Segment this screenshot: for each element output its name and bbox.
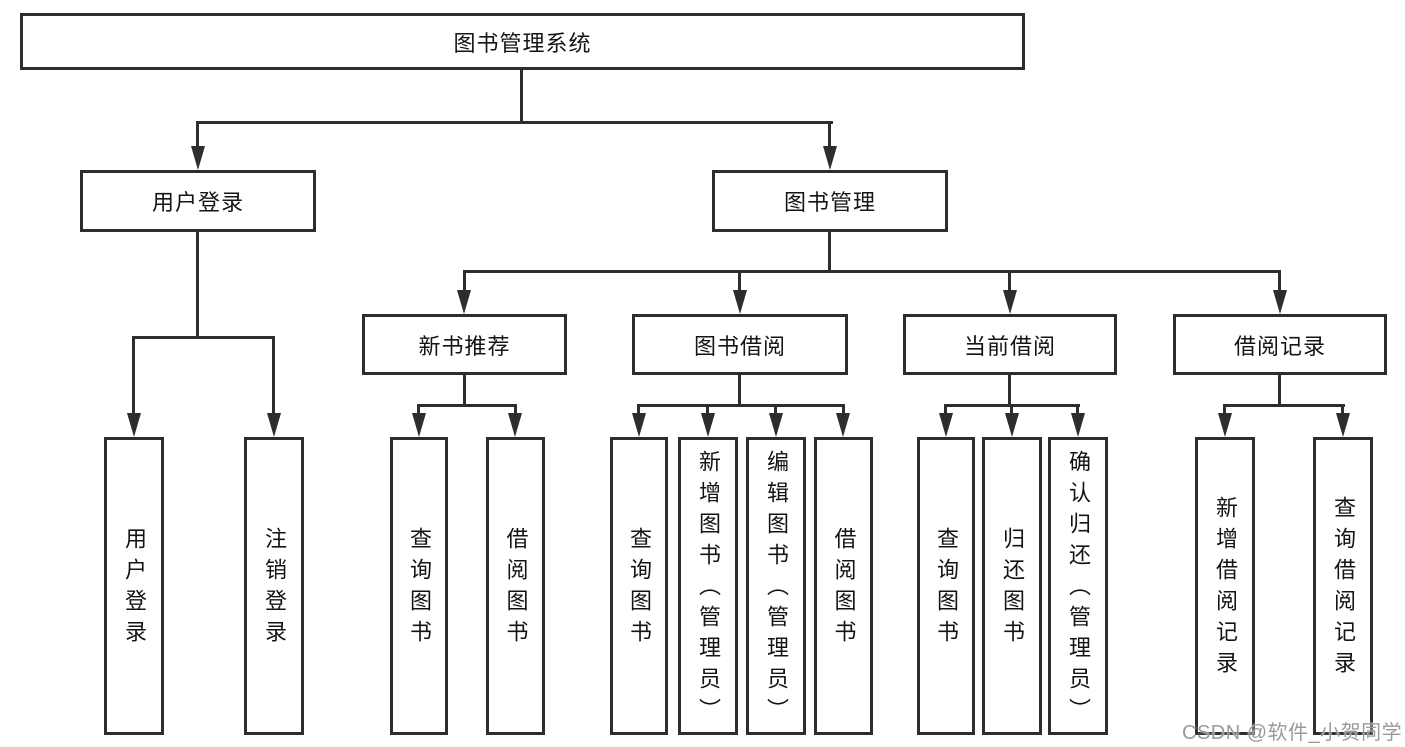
leaf-borrowing-edit: 编辑图书（管理员） (746, 437, 806, 735)
arrow-down-icon (191, 146, 205, 170)
connector-line (637, 404, 845, 407)
leaf-current-confirm-label: 确认归还（管理员） (1066, 449, 1091, 729)
node-current-borrow-label: 当前借阅 (963, 333, 1056, 359)
leaf-user-login: 用户登录 (104, 437, 164, 735)
connector-line (738, 375, 741, 407)
leaf-records-add-label: 新增借阅记录 (1213, 496, 1238, 682)
connector-line (417, 404, 517, 407)
connector-line (1010, 404, 1013, 416)
arrow-down-icon (1003, 290, 1017, 314)
node-book-borrowing: 图书借阅 (632, 314, 848, 375)
connector-line (828, 121, 831, 148)
connector-line (944, 404, 947, 416)
connector-line (514, 404, 517, 416)
leaf-current-query: 查询图书 (917, 437, 975, 735)
node-root-label: 图书管理系统 (453, 30, 592, 56)
arrow-down-icon (1218, 413, 1232, 437)
leaf-borrowing-query-label: 查询图书 (627, 527, 652, 651)
connector-line (1076, 404, 1079, 416)
leaf-current-query-label: 查询图书 (934, 527, 959, 651)
leaf-borrowing-edit-label: 编辑图书（管理员） (764, 449, 789, 729)
connector-line (1223, 404, 1226, 416)
node-new-book-recommend-label: 新书推荐 (418, 333, 511, 359)
arrow-down-icon (127, 413, 141, 437)
node-book-borrowing-label: 图书借阅 (693, 333, 786, 359)
leaf-logout: 注销登录 (244, 437, 304, 735)
node-borrow-records: 借阅记录 (1173, 314, 1387, 375)
leaf-current-confirm: 确认归还（管理员） (1048, 437, 1108, 735)
node-current-borrow: 当前借阅 (903, 314, 1117, 375)
arrow-down-icon (823, 146, 837, 170)
csdn-watermark: CSDN @软件_小贺同学 (1182, 722, 1403, 744)
leaf-borrowing-borrow: 借阅图书 (814, 437, 873, 735)
node-user-login: 用户登录 (80, 170, 316, 232)
leaf-current-return: 归还图书 (982, 437, 1042, 735)
connector-line (637, 404, 640, 416)
connector-line (1278, 270, 1281, 292)
connector-line (520, 70, 523, 123)
leaf-newbook-query: 查询图书 (390, 437, 448, 735)
leaf-newbook-query-label: 查询图书 (407, 527, 432, 651)
node-root-system: 图书管理系统 (20, 13, 1025, 70)
connector-line (1278, 375, 1281, 407)
connector-line (272, 336, 275, 416)
arrow-down-icon (1071, 413, 1085, 437)
leaf-current-return-label: 归还图书 (1000, 527, 1025, 651)
leaf-borrowing-borrow-label: 借阅图书 (831, 527, 857, 651)
arrow-down-icon (836, 413, 850, 437)
leaf-newbook-borrow-label: 借阅图书 (503, 527, 529, 651)
arrow-down-icon (701, 413, 715, 437)
leaf-records-query: 查询借阅记录 (1313, 437, 1373, 735)
leaf-borrowing-add-label: 新增图书（管理员） (696, 449, 721, 729)
connector-line (196, 121, 833, 124)
arrow-down-icon (1336, 413, 1350, 437)
leaf-records-query-label: 查询借阅记录 (1331, 496, 1356, 682)
arrow-down-icon (939, 413, 953, 437)
node-user-login-label: 用户登录 (151, 190, 244, 215)
connector-line (463, 270, 1281, 273)
leaf-newbook-borrow: 借阅图书 (486, 437, 545, 735)
connector-line (196, 232, 199, 339)
arrow-down-icon (457, 290, 471, 314)
node-new-book-recommend: 新书推荐 (362, 314, 567, 375)
connector-line (706, 404, 709, 416)
connector-line (463, 270, 466, 292)
leaf-logout-label: 注销登录 (262, 527, 287, 651)
arrow-down-icon (412, 413, 426, 437)
leaf-user-login-label: 用户登录 (122, 527, 147, 651)
node-borrow-records-label: 借阅记录 (1233, 333, 1326, 359)
arrow-down-icon (733, 290, 747, 314)
node-book-management-label: 图书管理 (783, 190, 876, 215)
connector-line (417, 404, 420, 416)
connector-line (132, 336, 275, 339)
connector-line (842, 404, 845, 416)
leaf-borrowing-add: 新增图书（管理员） (678, 437, 738, 735)
connector-line (1223, 404, 1345, 407)
connector-line (132, 336, 135, 416)
connector-line (828, 232, 831, 273)
arrow-down-icon (632, 413, 646, 437)
connector-line (1008, 375, 1011, 407)
arrow-down-icon (1005, 413, 1019, 437)
connector-line (463, 375, 466, 407)
connector-line (774, 404, 777, 416)
arrow-down-icon (1273, 290, 1287, 314)
leaf-borrowing-query: 查询图书 (610, 437, 668, 735)
leaf-records-add: 新增借阅记录 (1195, 437, 1255, 735)
connector-line (738, 270, 741, 292)
arrow-down-icon (769, 413, 783, 437)
arrow-down-icon (267, 413, 281, 437)
connector-line (196, 121, 199, 148)
arrow-down-icon (508, 413, 522, 437)
node-book-management: 图书管理 (712, 170, 948, 232)
connector-line (1008, 270, 1011, 292)
connector-line (1341, 404, 1344, 416)
